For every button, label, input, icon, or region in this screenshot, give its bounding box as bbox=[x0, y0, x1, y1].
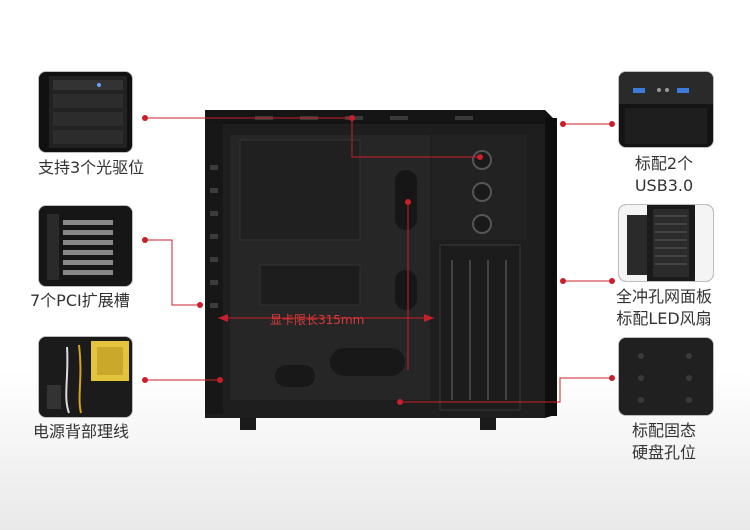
mesh-panel-caption-line-2: 标配LED风扇 bbox=[616, 309, 712, 328]
usb-caption-line-2: USB3.0 bbox=[634, 176, 694, 195]
usb-caption-line-1: 标配2个 bbox=[634, 154, 694, 173]
pci-slot-thumbnail bbox=[38, 205, 133, 287]
rear-cable-caption: 电源背部理线 bbox=[33, 422, 130, 441]
ssd-thumbnail bbox=[618, 337, 714, 416]
ssd-caption-line-1: 标配固态 bbox=[631, 421, 696, 440]
ssd-caption-line-2: 硬盘孔位 bbox=[631, 443, 696, 462]
gpu-length-label: 显卡限长315mm bbox=[270, 313, 365, 327]
ssd-caption: 标配固态 硬盘孔位 bbox=[612, 420, 716, 464]
pci-slot-caption: 7个PCI扩展槽 bbox=[30, 291, 130, 310]
mesh-panel-caption: 全冲孔网面板 标配LED风扇 bbox=[604, 286, 724, 330]
rear-cable-thumbnail bbox=[38, 336, 133, 418]
usb-caption: 标配2个 USB3.0 bbox=[612, 153, 716, 197]
usb-thumbnail bbox=[618, 71, 714, 148]
drive-bay-caption: 支持3个光驱位 bbox=[38, 158, 145, 177]
mesh-panel-thumbnail bbox=[618, 204, 714, 282]
drive-bay-thumbnail bbox=[38, 71, 133, 153]
mesh-panel-caption-line-1: 全冲孔网面板 bbox=[615, 287, 712, 306]
